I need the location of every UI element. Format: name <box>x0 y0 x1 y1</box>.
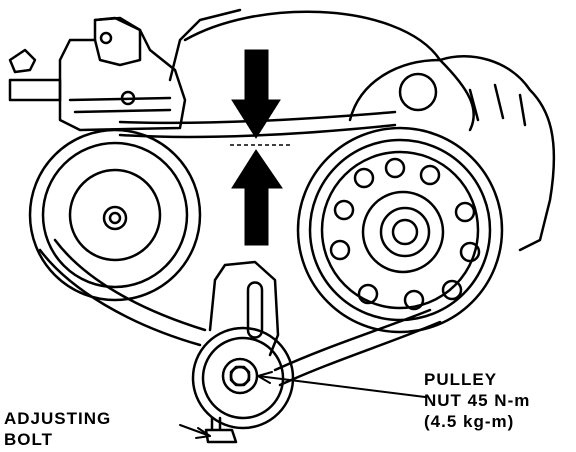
crankshaft-hub-outer <box>361 190 445 274</box>
crankshaft-hub-inner <box>379 206 431 258</box>
tensioner-bracket <box>208 260 280 357</box>
pump-bolt-head <box>120 90 136 106</box>
pulley-nut-callout: PULLEY NUT 45 N-m (4.5 kg-m) <box>424 369 530 432</box>
crankshaft-hub-center <box>391 218 419 246</box>
pump-bracket <box>8 78 172 114</box>
adjusting-bolt <box>204 416 238 444</box>
idler-pulley-rim <box>191 326 295 430</box>
engine-block-outline <box>168 8 475 132</box>
adjusting-bolt-arrowhead <box>195 427 211 439</box>
power-steering-pulley-groove <box>41 141 189 289</box>
pulley-nut-leader <box>257 375 426 398</box>
engine-right-ribs <box>468 83 527 127</box>
pump-reservoir <box>93 16 142 67</box>
power-steering-pulley-hub <box>68 168 162 262</box>
idler-pulley-hub <box>221 357 259 395</box>
belt-lower-right <box>273 308 442 387</box>
pulley-nut-label-line3: (4.5 kg-m) <box>424 412 515 431</box>
engine-right-housing <box>438 55 556 252</box>
adjusting-bolt-label-line1: ADJUSTING <box>4 409 112 428</box>
adjusting-bolt-label-line2: BOLT <box>4 430 54 449</box>
belt-lower-left <box>38 238 207 347</box>
crankshaft-pulley-rim <box>296 126 504 334</box>
pulley-nut-label-line2: NUT 45 N-m <box>424 391 531 410</box>
power-steering-pump <box>58 16 187 132</box>
tensioner-slot <box>246 281 264 339</box>
idler-pulley-nut-flats <box>229 365 251 387</box>
sensor-cap <box>398 72 438 112</box>
power-steering-pulley-bolt <box>108 211 122 225</box>
crankshaft-pulley-face <box>320 150 480 310</box>
idler-pulley-groove <box>201 336 285 420</box>
reservoir-cap-bolt <box>99 31 113 45</box>
adjusting-bolt-leader <box>179 424 211 437</box>
pulley-nut-arrowhead <box>257 371 273 384</box>
crankshaft-pulley-holes <box>329 157 481 311</box>
arrow-up-icon <box>231 149 283 246</box>
arrow-down-icon <box>231 49 281 139</box>
power-steering-pulley-rim <box>28 128 202 302</box>
pump-fitting <box>8 48 37 74</box>
crankshaft-pulley-groove <box>308 138 492 322</box>
power-steering-pulley-nut <box>102 205 128 231</box>
adjusting-bolt-callout: ADJUSTING BOLT <box>4 408 111 450</box>
pulley-nut-label-line1: PULLEY <box>424 370 498 389</box>
